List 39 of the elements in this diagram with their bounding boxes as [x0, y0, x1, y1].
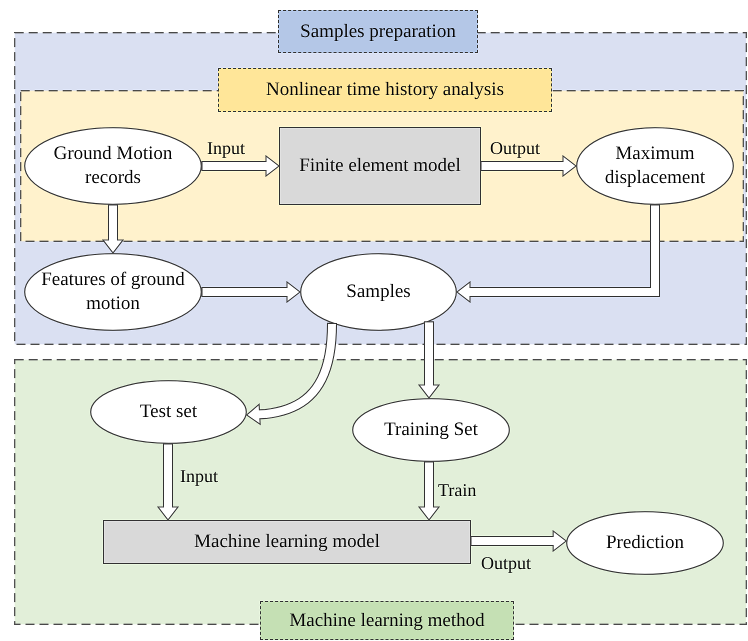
- process-ellipse: [566, 511, 724, 575]
- node-label: Features of ground motion: [40, 268, 186, 316]
- edge-label: Train: [438, 480, 476, 501]
- block-arrow: [156, 443, 180, 521]
- node-label: Maximum displacement: [604, 142, 706, 190]
- process-ellipse: [90, 380, 247, 444]
- node-label: Ground Motion records: [52, 142, 174, 190]
- section-panel: [14, 359, 747, 641]
- section-heading: Machine learning method: [260, 601, 514, 640]
- process-ellipse: [352, 398, 510, 462]
- block-arrow: [470, 530, 568, 552]
- section-panel: [20, 68, 744, 242]
- section-heading: Samples preparation: [278, 10, 478, 53]
- block-arrow: [201, 280, 301, 304]
- section-panel: [14, 10, 747, 345]
- block-arrow: [418, 461, 440, 521]
- node-label: Test set: [138, 400, 198, 424]
- node-label: Prediction: [604, 531, 686, 556]
- edge-label: Input: [180, 466, 218, 487]
- process-ellipse: [24, 127, 202, 205]
- process-ellipse: [300, 253, 457, 331]
- process-ellipse: [24, 253, 202, 331]
- process-ellipse: [576, 127, 734, 205]
- node-label: Machine learning model: [193, 530, 381, 554]
- process-box: [103, 520, 471, 564]
- edge-label: Input: [207, 138, 245, 159]
- block-arrow: [201, 154, 280, 178]
- process-box: [279, 127, 481, 205]
- block-arrow: [246, 322, 338, 426]
- edge-label: Output: [490, 138, 540, 159]
- section-heading: Nonlinear time history analysis: [218, 68, 552, 112]
- block-arrow: [418, 321, 440, 399]
- node-label: Finite element model: [298, 154, 462, 178]
- node-label: Training Set: [383, 418, 479, 442]
- block-arrow: [480, 154, 577, 178]
- node-label: Samples: [345, 280, 412, 304]
- block-arrow: [456, 204, 660, 304]
- block-arrow: [102, 204, 124, 254]
- edge-label: Output: [481, 553, 532, 574]
